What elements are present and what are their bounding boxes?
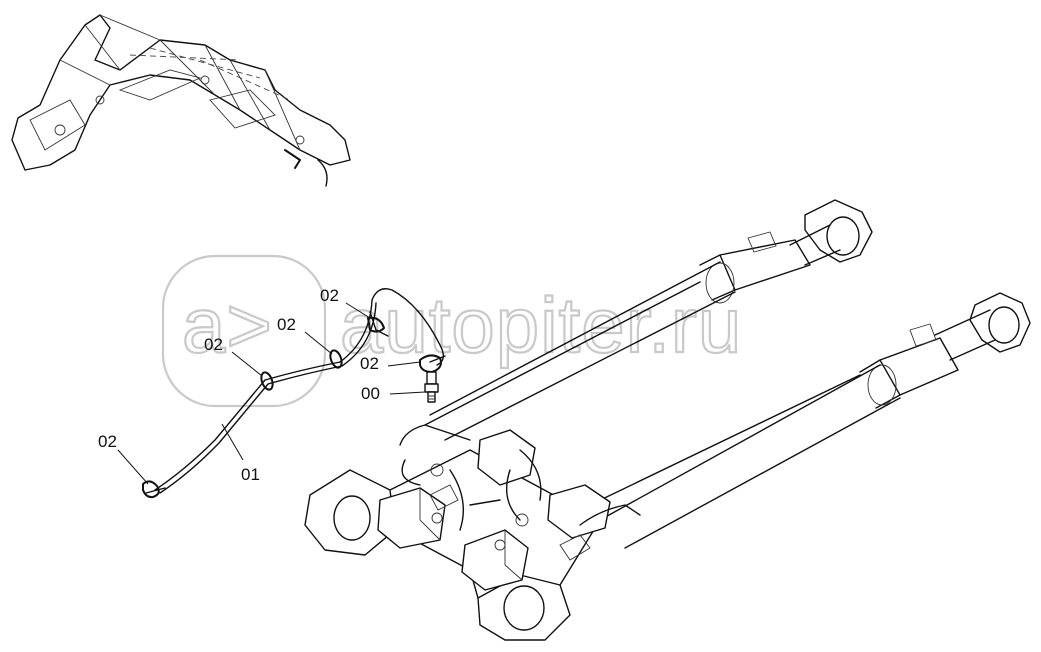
callout-labels: 02 02 02 02 02 00 01 <box>98 286 426 485</box>
pressure-sensor <box>424 371 439 403</box>
callout-label: 02 <box>204 335 223 354</box>
callout-label: 02 <box>360 354 379 373</box>
clamp-icon <box>142 480 166 499</box>
lower-hydraulic-cylinder <box>589 292 1031 549</box>
clamp-icon <box>329 349 343 369</box>
upper-hydraulic-cylinder <box>424 199 873 441</box>
callout-label: 01 <box>241 465 260 484</box>
clamp-icon <box>419 354 446 373</box>
cylinder-base-block <box>304 424 641 641</box>
excavator-overview-thumbnail <box>11 14 351 187</box>
callout-label: 02 <box>277 315 296 334</box>
callout-label: 02 <box>98 432 117 451</box>
clamp-icon <box>367 316 385 333</box>
watermark-logo-text: a> <box>182 281 273 369</box>
callout-label: 00 <box>361 384 380 403</box>
watermark: a> autopiter.ru <box>161 254 742 408</box>
callout-label: 02 <box>320 286 339 305</box>
clamp-icon <box>260 371 274 391</box>
wire-clamps <box>142 316 446 499</box>
